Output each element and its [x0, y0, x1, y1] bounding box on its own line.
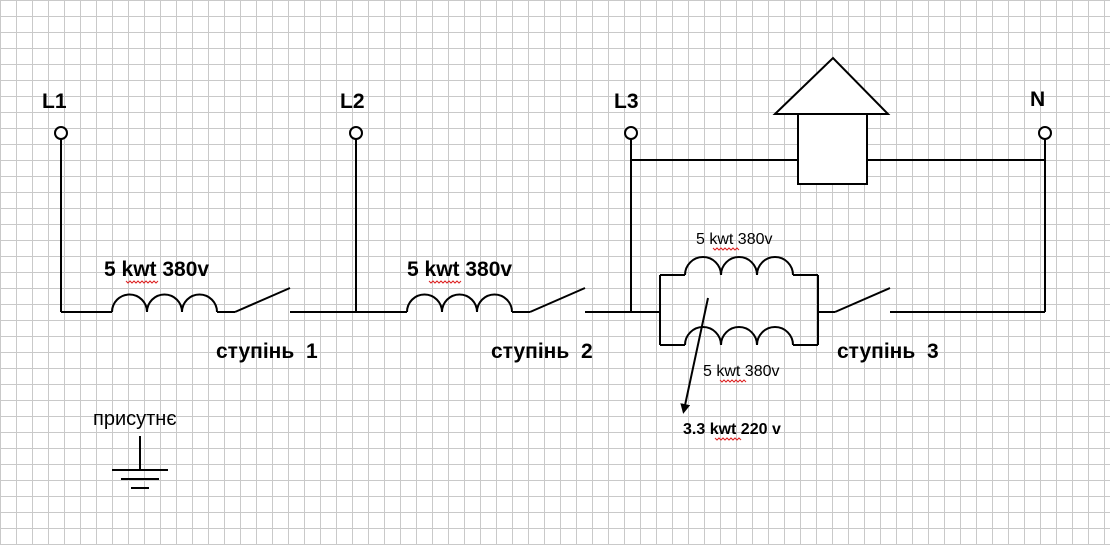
coil1-icon: [111, 293, 218, 313]
coil3-bottom-icon: [684, 326, 794, 346]
terminal-label-l2: L2: [340, 90, 365, 113]
coil1-label: 5 kwt 380v: [104, 258, 209, 281]
terminal-l3-icon: [624, 126, 638, 140]
coil1-spellcheck-underline: [125, 280, 159, 284]
switch2-icon: [529, 287, 586, 313]
coil3-top-icon: [684, 256, 794, 276]
coil2-label: 5 kwt 380v: [407, 258, 512, 281]
arrow-label-spellcheck-underline: [714, 437, 742, 441]
stage3-label: ступінь 3: [837, 340, 939, 363]
arrow-label: 3.3 kwt 220 v: [683, 421, 781, 438]
terminal-n-icon: [1038, 126, 1052, 140]
stage1-label: ступінь 1: [216, 340, 318, 363]
ground-label: присутнє: [93, 408, 177, 430]
stage1-circuit: [61, 287, 356, 313]
terminal-label-l3: L3: [614, 90, 639, 113]
coil3-top-spellcheck-underline: [712, 247, 740, 251]
ground-icon: [112, 436, 168, 489]
coil2-icon: [406, 293, 513, 313]
terminal-label-n: N: [1030, 88, 1045, 111]
arrow-icon: [680, 297, 709, 414]
stage2-label: ступінь 2: [491, 340, 593, 363]
coil3-bottom-spellcheck-underline: [719, 379, 747, 383]
coil3-bottom-label: 5 kwt 380v: [703, 363, 779, 380]
coil2-spellcheck-underline: [428, 280, 462, 284]
switch1-icon: [234, 287, 291, 313]
stage2-circuit: [356, 287, 631, 313]
house-device-icon: [772, 56, 891, 185]
terminal-l1-icon: [54, 126, 68, 140]
coil3-top-label: 5 kwt 380v: [696, 231, 772, 248]
switch3-icon: [834, 287, 891, 313]
stage3-circuit: [631, 256, 1045, 346]
terminal-label-l1: L1: [42, 90, 67, 113]
terminal-l2-icon: [349, 126, 363, 140]
